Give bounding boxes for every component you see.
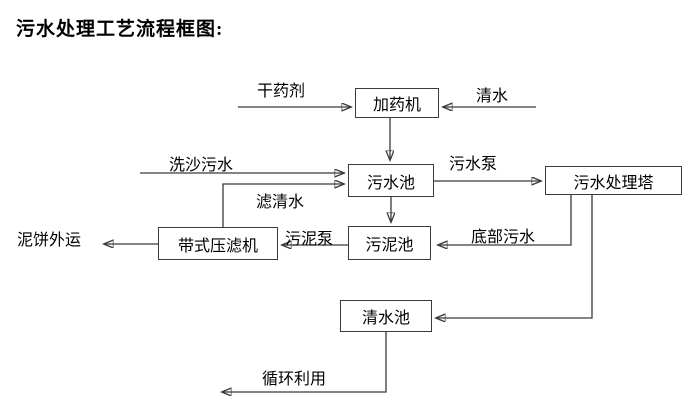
label-sewage-pump: 污水泵 [449, 156, 498, 173]
label-recycle-use: 循环利用 [262, 371, 327, 388]
label-bottom-sewage: 底部污水 [471, 229, 536, 246]
node-sewage-pool: 污水池 [348, 164, 434, 197]
label-sand-washing-sewage: 洗沙污水 [169, 157, 234, 174]
node-clean-water-pool: 清水池 [340, 300, 432, 332]
edge-tower-to-clean-pool-arrow [436, 195, 593, 318]
node-treatment-tower: 污水处理塔 [545, 166, 682, 195]
label-mud-cake-out: 泥饼外运 [17, 232, 82, 249]
label-clean-water: 清水 [476, 88, 509, 105]
label-filtered-water: 滤清水 [256, 194, 305, 211]
label-sludge-pump: 污泥泵 [285, 231, 334, 248]
node-belt-filter-press: 带式压滤机 [158, 227, 278, 260]
edge-recycle-use-arrow [222, 332, 387, 392]
label-dry-agent: 干药剂 [257, 83, 306, 100]
edge-filtered-water-arrow [222, 184, 344, 227]
page-title: 污水处理工艺流程框图: [16, 19, 224, 40]
node-sludge-pool: 污泥池 [348, 226, 431, 260]
edge-bottom-sewage-arrow [438, 195, 572, 245]
node-dosing-machine: 加药机 [355, 88, 439, 118]
